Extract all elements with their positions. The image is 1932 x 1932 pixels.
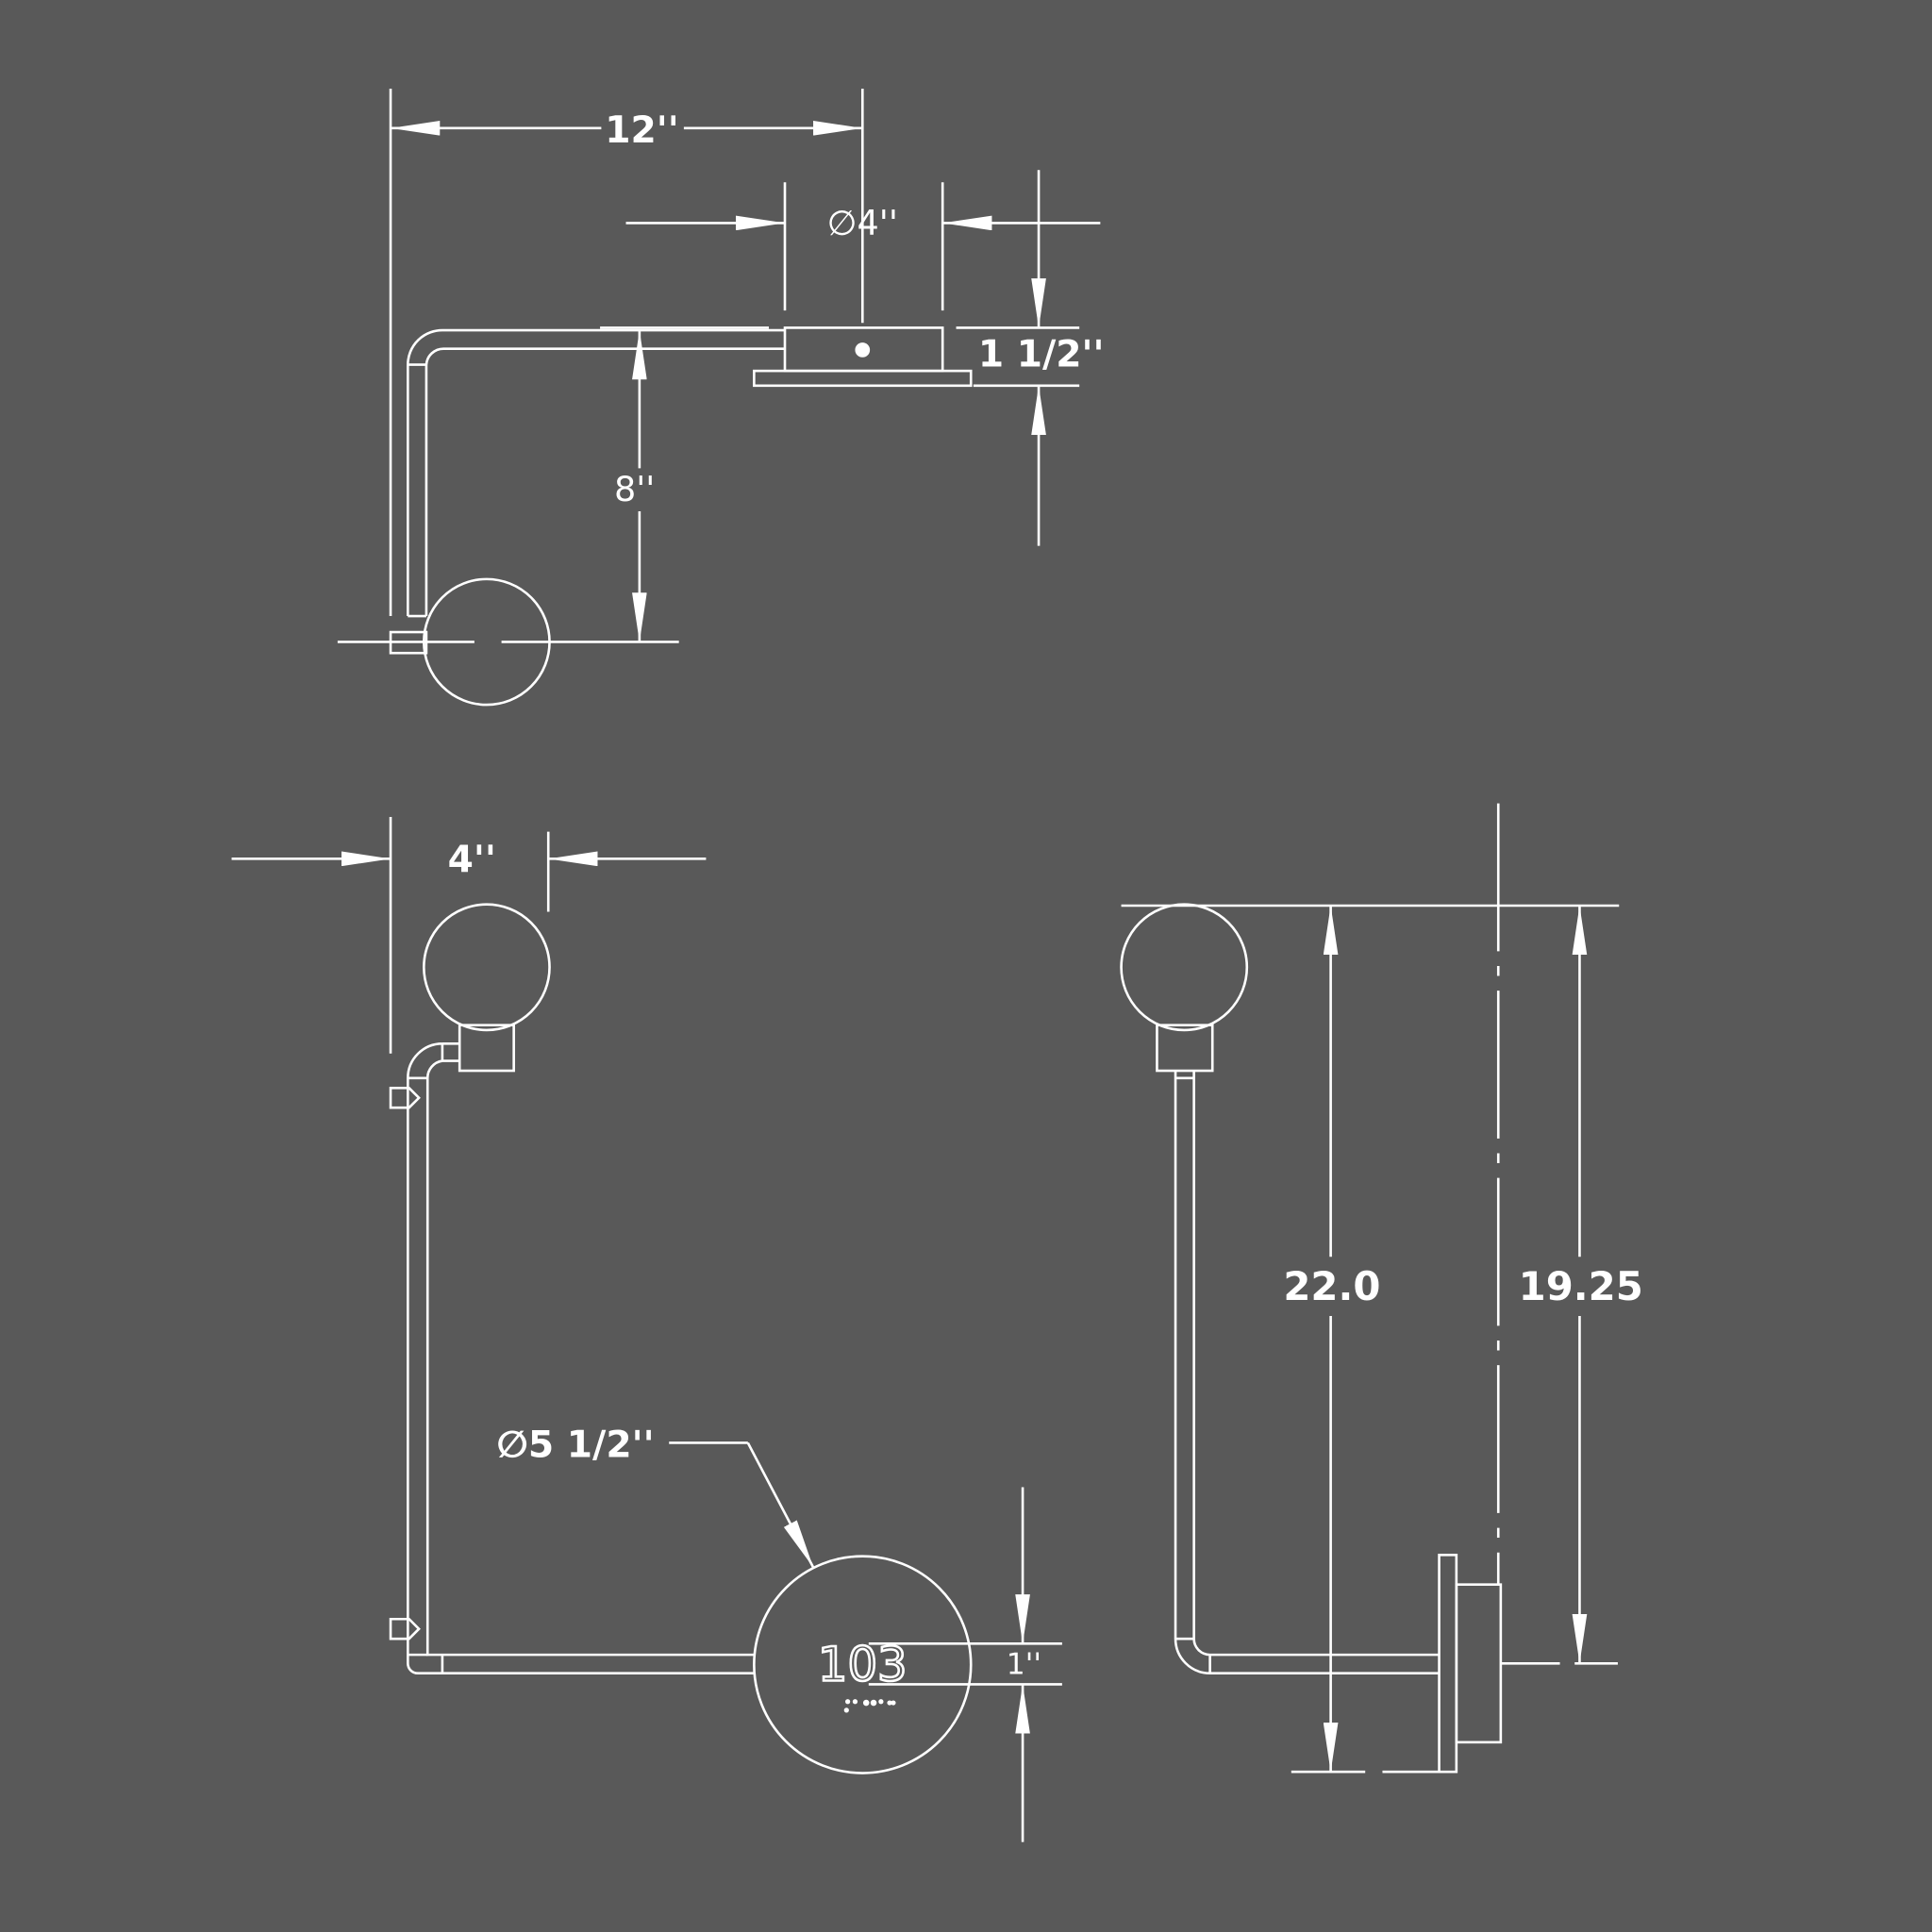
wall-plate: [1438, 1554, 1458, 1774]
diameter-4-label: ∅4'': [827, 203, 898, 243]
side-view: 22.0 19.25: [1120, 803, 1643, 1774]
front-view: 4'' 103 ∅5 1/2'' 1'': [231, 816, 1062, 1842]
wall-block: [1455, 1583, 1503, 1744]
overall-height-label: 22.0: [1283, 1263, 1380, 1309]
width-4-label: 4'': [448, 839, 496, 881]
mount-height-label: 19.25: [1519, 1263, 1643, 1309]
text-height-label: 1'': [1007, 1648, 1041, 1682]
sign-disc: [422, 577, 551, 707]
depth-label: 1 1/2'': [978, 334, 1105, 376]
drop-8-label: 8'': [614, 469, 655, 509]
top-view: 12'' ∅4'' 1 1/2'' 8'': [337, 89, 1105, 707]
braille-dots: [843, 1699, 896, 1713]
mount-plate: [753, 369, 973, 388]
width-12-label: 12'': [605, 109, 679, 152]
sign-disc-front: [753, 1555, 973, 1774]
sign-diameter-label: ∅5 1/2'': [496, 1424, 654, 1467]
